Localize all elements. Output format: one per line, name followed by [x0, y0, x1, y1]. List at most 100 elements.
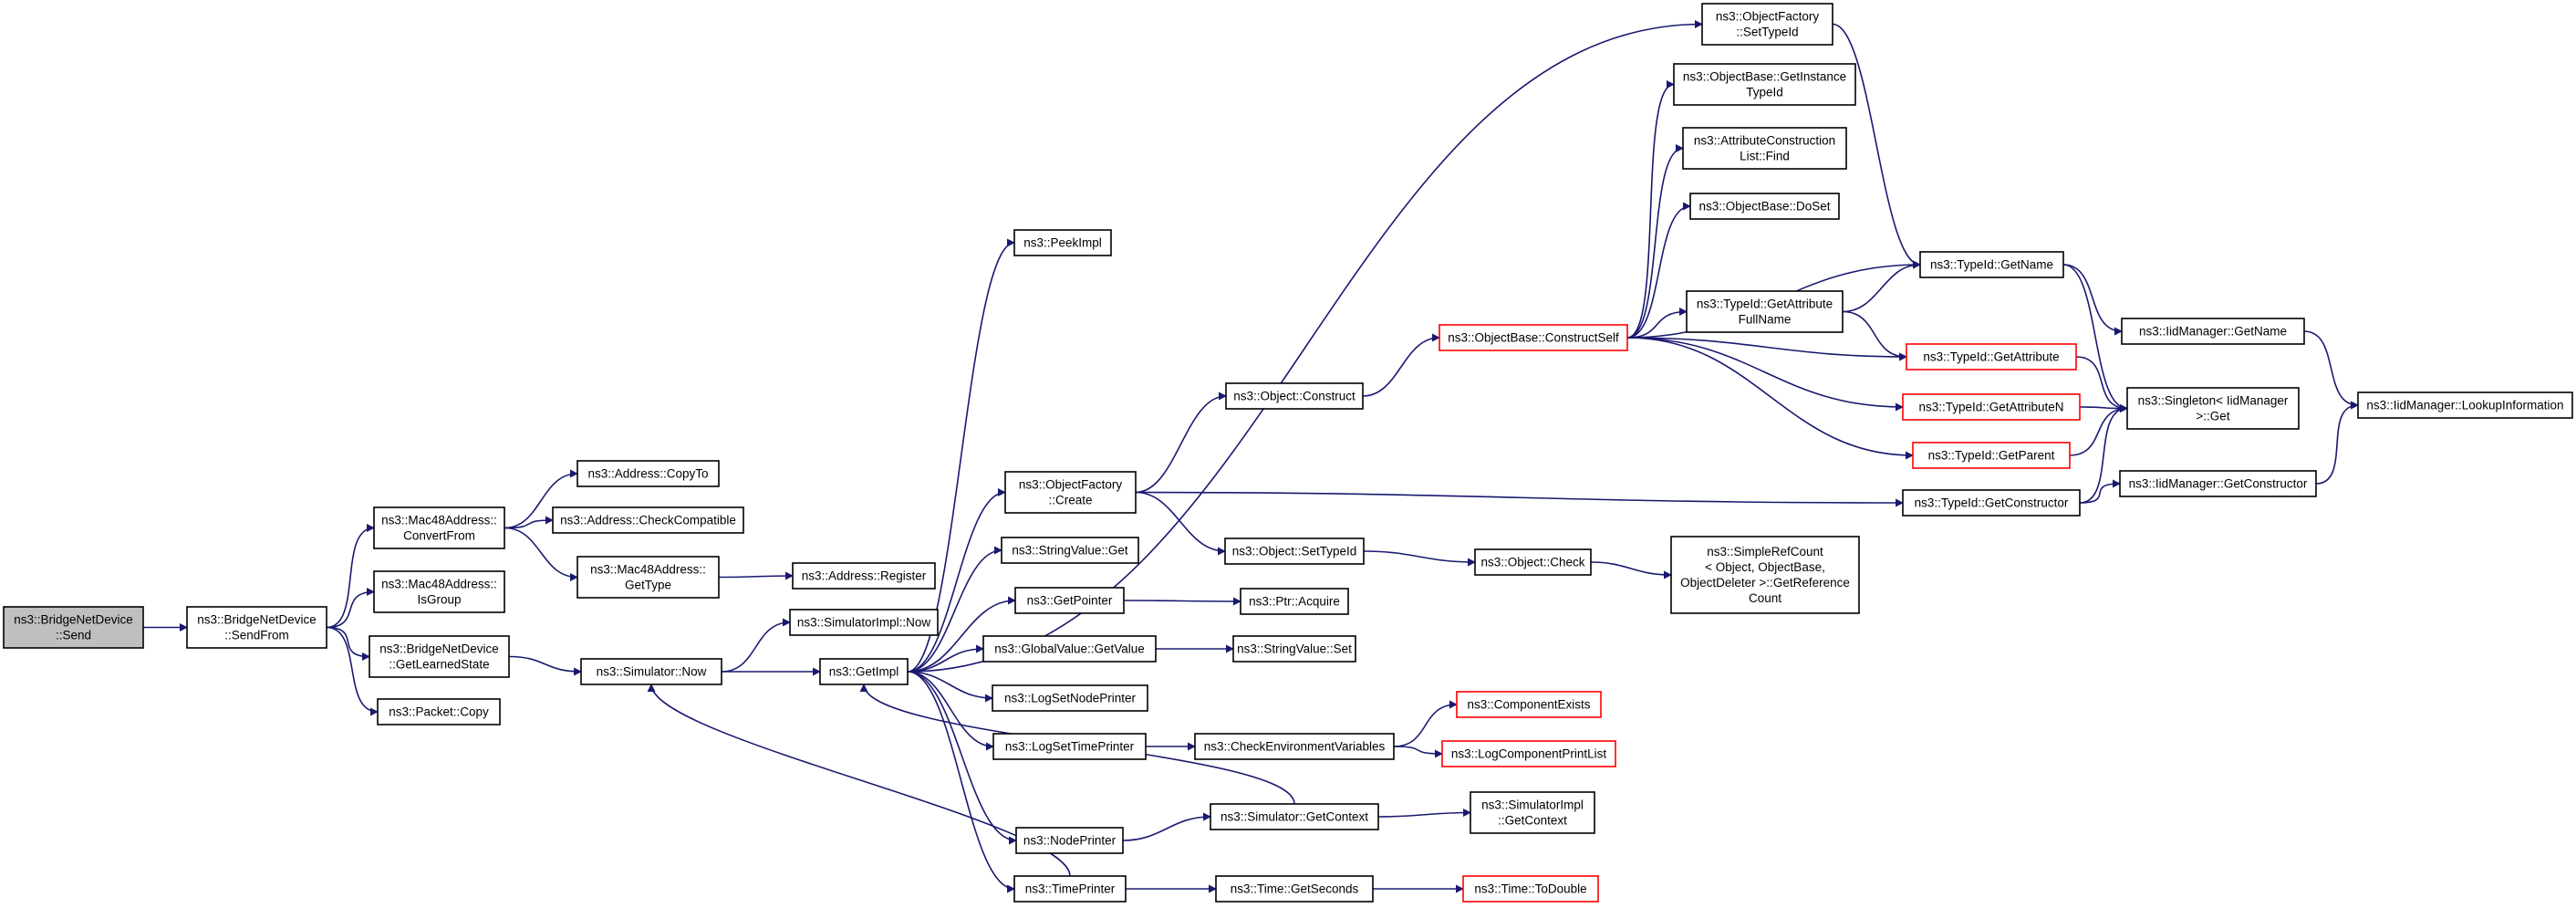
node-box	[1232, 635, 1356, 663]
edge-n12-to-n14	[907, 488, 1006, 673]
node-box	[2119, 470, 2317, 497]
node-ns3-simulatorimpl-getcontext[interactable]: ns3::SimulatorImpl::GetContext	[1470, 791, 1595, 834]
node-ns3-logcomponentprintlist[interactable]: ns3::LogComponentPrintList	[1441, 740, 1616, 767]
node-ns3-objectfactory-create[interactable]: ns3::ObjectFactory::Create	[1004, 471, 1137, 514]
node-ns3-objectfactory-settypeid[interactable]: ns3::ObjectFactory::SetTypeId	[1701, 3, 1833, 46]
node-box	[1224, 537, 1365, 565]
node-label: ns3::Object::Check	[1480, 556, 1584, 569]
node-label: ns3::CheckEnvironmentVariables	[1204, 740, 1386, 754]
node-ns3-address-copyto[interactable]: ns3::Address::CopyTo	[576, 460, 720, 487]
node-ns3-stringvalue-get[interactable]: ns3::StringValue::Get	[1001, 537, 1139, 564]
node-ns3-object-settypeid[interactable]: ns3::Object::SetTypeId	[1224, 537, 1365, 565]
node-label: ns3::ObjectFactory	[1716, 10, 1820, 24]
edge-n8-to-n9	[718, 571, 794, 580]
node-box	[2121, 318, 2305, 345]
node-label: ns3::AttributeConstruction	[1694, 134, 1835, 148]
node-ns3-checkenvironmentvariables[interactable]: ns3::CheckEnvironmentVariables	[1194, 733, 1395, 760]
node-label: ns3::Packet::Copy	[389, 705, 489, 719]
node-ns3-typeid-getattribute[interactable]: ns3::TypeId::GetAttribute	[1906, 343, 2077, 371]
node-label: ConvertFrom	[403, 529, 475, 543]
node-ns3-bridgenetdevice-sendfrom[interactable]: ns3::BridgeNetDevice::SendFrom	[186, 606, 327, 649]
node-ns3-iidmanager-lookupinformation[interactable]: ns3::IidManager::LookupInformation	[2357, 391, 2573, 419]
node-ns3-iidmanager-getname[interactable]: ns3::IidManager::GetName	[2121, 318, 2305, 345]
node-ns3-typeid-getname[interactable]: ns3::TypeId::GetName	[1919, 251, 2064, 278]
node-label: ns3::Address::CopyTo	[587, 467, 708, 481]
node-ns3-simplerefcount-object-objectbase-objectdeleter-getreference-count[interactable]: ns3::SimpleRefCount< Object, ObjectBase,…	[1670, 536, 1860, 614]
edge-n2-to-n6	[504, 469, 578, 529]
node-ns3-mac48address-isgroup[interactable]: ns3::Mac48Address::IsGroup	[373, 570, 505, 613]
node-label: ns3::LogSetNodePrinter	[1004, 692, 1137, 705]
node-ns3-typeid-getconstructor[interactable]: ns3::TypeId::GetConstructor	[1902, 489, 2081, 517]
node-ns3-typeid-getparent[interactable]: ns3::TypeId::GetParent	[1912, 442, 2071, 469]
node-label: FullName	[1739, 313, 1792, 327]
node-ns3-time-getseconds[interactable]: ns3::Time::GetSeconds	[1215, 875, 1374, 903]
node-ns3-simulatorimpl-now[interactable]: ns3::SimulatorImpl::Now	[789, 609, 939, 636]
node-box	[1441, 740, 1616, 767]
node-box	[373, 570, 505, 613]
node-ns3-getimpl[interactable]: ns3::GetImpl	[819, 658, 909, 685]
node-ns3-bridgenetdevice-getlearnedstate[interactable]: ns3::BridgeNetDevice::GetLearnedState	[369, 635, 510, 678]
edge-n2-to-n8	[504, 527, 578, 581]
edge-n1-to-n2	[326, 524, 375, 629]
node-label: ns3::GetPointer	[1027, 594, 1113, 608]
node-label: ns3::Object::Construct	[1233, 390, 1356, 403]
node-box	[1670, 536, 1860, 614]
node-label: ns3::LogComponentPrintList	[1451, 747, 1607, 761]
node-ns3-logsetnodeprinter[interactable]: ns3::LogSetNodePrinter	[992, 684, 1148, 712]
node-ns3-peekimpl[interactable]: ns3::PeekImpl	[1013, 229, 1112, 256]
node-label: ::SendFrom	[224, 629, 289, 642]
node-ns3-iidmanager-getconstructor[interactable]: ns3::IidManager::GetConstructor	[2119, 470, 2317, 497]
node-box	[580, 658, 722, 685]
node-ns3-objectbase-doset[interactable]: ns3::ObjectBase::DoSet	[1689, 193, 1840, 220]
node-ns3-simulator-now[interactable]: ns3::Simulator::Now	[580, 658, 722, 685]
node-ns3-object-construct[interactable]: ns3::Object::Construct	[1225, 382, 1364, 410]
node-ns3-getpointer[interactable]: ns3::GetPointer	[1014, 587, 1125, 614]
node-label: ns3::IidManager::LookupInformation	[2366, 399, 2563, 412]
node-ns3-object-check[interactable]: ns3::Object::Check	[1474, 548, 1592, 576]
node-ns3-simulator-getcontext[interactable]: ns3::Simulator::GetContext	[1210, 803, 1379, 830]
node-ns3-singleton-iidmanager-get[interactable]: ns3::Singleton< IidManager >::Get	[2126, 387, 2300, 430]
node-ns3-objectbase-constructself[interactable]: ns3::ObjectBase::ConstructSelf	[1439, 324, 1628, 351]
node-ns3-nodeprinter[interactable]: ns3::NodePrinter	[1015, 827, 1124, 854]
edges-layer	[142, 20, 2359, 893]
node-ns3-timeprinter[interactable]: ns3::TimePrinter	[1013, 875, 1127, 903]
node-box	[3, 606, 144, 649]
node-ns3-time-todouble[interactable]: ns3::Time::ToDouble	[1462, 875, 1599, 903]
node-box	[186, 606, 327, 649]
edge-n22-to-n41	[1832, 23, 1921, 269]
node-ns3-ptr-acquire[interactable]: ns3::Ptr::Acquire	[1240, 588, 1349, 615]
node-box	[1456, 691, 1602, 718]
node-ns3-componentexists[interactable]: ns3::ComponentExists	[1456, 691, 1602, 718]
node-ns3-typeid-getattributen[interactable]: ns3::TypeId::GetAttributeN	[1902, 393, 2081, 421]
node-label: ns3::Mac48Address::	[381, 578, 497, 591]
node-label: ns3::Object::SetTypeId	[1232, 545, 1357, 558]
edge-n30-to-n38	[1626, 202, 1691, 339]
node-ns3-globalvalue-getvalue[interactable]: ns3::GlobalValue::GetValue	[982, 635, 1157, 663]
node-box	[792, 562, 936, 590]
node-ns3-address-checkcompatible[interactable]: ns3::Address::CheckCompatible	[552, 506, 744, 534]
node-ns3-packet-copy[interactable]: ns3::Packet::Copy	[377, 698, 501, 725]
edge-n1-to-n5	[326, 626, 379, 716]
node-ns3-mac48address-gettype[interactable]: ns3::Mac48Address::GetType	[576, 556, 720, 599]
edge-n1-to-n3	[326, 588, 375, 629]
edge-n24-to-n31	[1363, 550, 1476, 567]
node-label: ns3::Simulator::Now	[597, 665, 707, 679]
node-label: ns3::GlobalValue::GetValue	[994, 642, 1145, 656]
node-ns3-stringvalue-set[interactable]: ns3::StringValue::Set	[1232, 635, 1356, 663]
node-label: ns3::ObjectBase::ConstructSelf	[1448, 331, 1619, 345]
node-ns3-address-register[interactable]: ns3::Address::Register	[792, 562, 936, 590]
node-ns3-mac48address-convertfrom[interactable]: ns3::Mac48Address::ConvertFrom	[373, 506, 505, 549]
edge-n30-to-n42	[1626, 337, 1907, 361]
node-box	[1673, 63, 1856, 106]
node-label: ns3::GetImpl	[829, 665, 899, 679]
edge-n14-to-n24	[1135, 491, 1226, 556]
node-ns3-logsettimeprinter[interactable]: ns3::LogSetTimePrinter	[992, 733, 1147, 760]
node-ns3-bridgenetdevice-send[interactable]: ns3::BridgeNetDevice::Send	[3, 606, 144, 649]
edge-n31-to-n40	[1590, 561, 1672, 579]
node-label: ns3::NodePrinter	[1023, 834, 1117, 848]
node-box	[819, 658, 909, 685]
